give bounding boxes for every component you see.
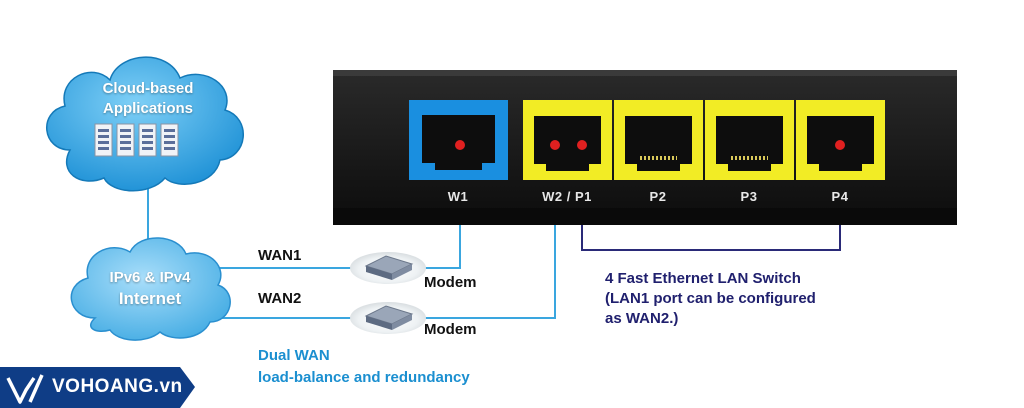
port-p4 (796, 100, 885, 180)
modem2-label: Modem (424, 321, 477, 338)
modem1-label: Modem (424, 274, 477, 291)
cloud-applications-line2: Applications (102, 100, 193, 117)
modem-1-icon (350, 252, 426, 284)
server-icons (94, 123, 179, 157)
port-w2-p1-label: W2 / P1 (542, 189, 592, 204)
modem-2-icon (350, 302, 426, 334)
port-p3-label: P3 (740, 189, 758, 204)
port-w1-label: W1 (447, 189, 469, 204)
dual-wan-note: Dual WAN load-balance and redundancy (258, 345, 470, 389)
dual-wan-line1: Dual WAN (258, 347, 330, 364)
internet-cloud-icon (70, 237, 231, 341)
lan-switch-note: 4 Fast Ethernet LAN Switch (LAN1 port ca… (605, 269, 816, 329)
dual-wan-line2: load-balance and redundancy (258, 369, 470, 386)
lan-note-line1: 4 Fast Ethernet LAN Switch (605, 270, 801, 287)
lan-note-line2: (LAN1 port can be configured (605, 290, 816, 307)
port-w2-p1 (523, 100, 612, 180)
internet-label: IPv6 & IPv4 Internet (80, 267, 220, 309)
vohoang-logo (0, 367, 195, 408)
port-p2-label: P2 (649, 189, 667, 204)
internet-line1: IPv6 & IPv4 (109, 269, 191, 286)
ports (409, 100, 885, 180)
lan-note-line3: as WAN2.) (605, 310, 679, 327)
port-p2 (614, 100, 703, 180)
port-p3 (705, 100, 794, 180)
cloud-applications-icon (46, 56, 244, 192)
logo-banner: VOHOANG.vn (0, 367, 200, 408)
port-w1 (409, 100, 508, 180)
port-p4-label: P4 (831, 189, 849, 204)
logo-text: VOHOANG.vn (52, 376, 183, 397)
wan2-label: WAN2 (258, 290, 302, 307)
cloud-applications-label: Cloud-based Applications (78, 79, 218, 119)
wan1-label: WAN1 (258, 247, 302, 264)
cloud-applications-line1: Cloud-based (102, 80, 194, 97)
internet-line2: Internet (118, 289, 182, 308)
